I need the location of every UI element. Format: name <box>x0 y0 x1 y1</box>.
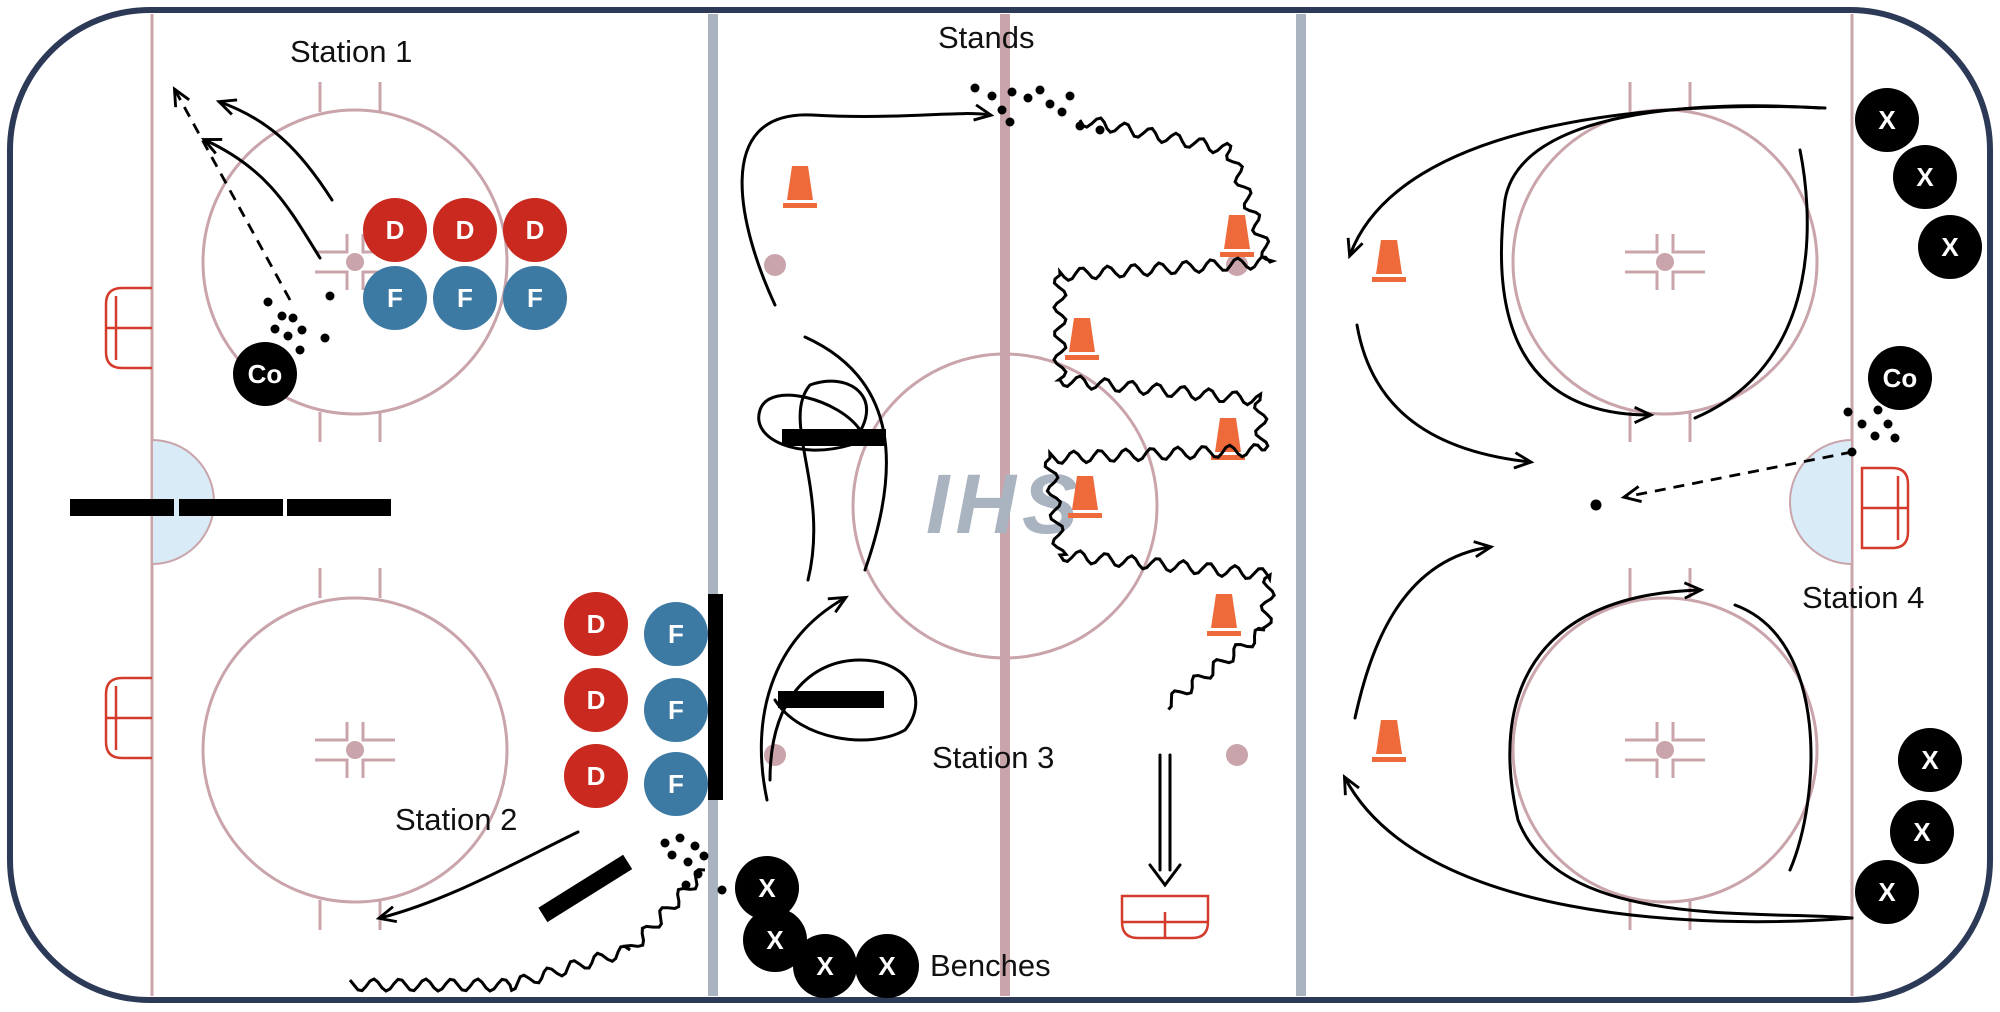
player-icon: X <box>855 934 919 998</box>
puck-icon <box>970 83 1105 135</box>
svg-text:D: D <box>587 761 606 791</box>
coach-icon: Co <box>233 342 297 406</box>
svg-text:X: X <box>1878 105 1896 135</box>
station-2-label: Station 2 <box>395 802 517 837</box>
player-token-f: F <box>644 752 708 816</box>
svg-text:X: X <box>758 873 776 903</box>
crease-right <box>1789 438 1853 566</box>
svg-text:X: X <box>878 951 896 981</box>
pass-lines <box>175 90 1853 497</box>
station-1-label: Station 1 <box>290 34 412 69</box>
player-token-d: D <box>503 198 567 262</box>
player-icon: X <box>1918 215 1982 279</box>
player-icon: X <box>1855 860 1919 924</box>
svg-text:F: F <box>668 695 684 725</box>
svg-text:X: X <box>1916 162 1934 192</box>
faceoff-circle-top-left <box>201 82 509 442</box>
svg-text:X: X <box>816 951 834 981</box>
net-icon <box>1120 894 1210 940</box>
player-icon: X <box>1893 145 1957 209</box>
player-token-d: D <box>564 744 628 808</box>
benches-label: Benches <box>930 948 1051 983</box>
svg-text:D: D <box>587 685 606 715</box>
net-icon <box>1860 466 1910 550</box>
coach-icon: Co <box>1868 346 1932 410</box>
svg-text:F: F <box>668 619 684 649</box>
player-token-f: F <box>503 266 567 330</box>
svg-text:D: D <box>386 215 405 245</box>
player-token-d: D <box>363 198 427 262</box>
faceoff-dot <box>1226 744 1248 766</box>
player-token-d: D <box>564 592 628 656</box>
blue-line-left <box>708 14 718 996</box>
faceoff-dot <box>764 744 786 766</box>
player-token-f: F <box>644 678 708 742</box>
svg-text:F: F <box>387 283 403 313</box>
svg-text:F: F <box>457 283 473 313</box>
player-token-f: F <box>363 266 427 330</box>
blue-line-right <box>1296 14 1306 996</box>
svg-text:Co: Co <box>1883 363 1918 393</box>
player-token-d: D <box>433 198 497 262</box>
player-icon: X <box>1898 728 1962 792</box>
faceoff-dot <box>764 254 786 276</box>
svg-text:X: X <box>1913 817 1931 847</box>
svg-text:F: F <box>668 769 684 799</box>
station-1-group: D D D F F F Co <box>233 198 567 406</box>
center-circle <box>851 352 1159 660</box>
puck-carry-paths <box>348 116 1278 993</box>
station-4-group: X X X Co X X X <box>1855 88 1982 924</box>
svg-text:X: X <box>766 925 784 955</box>
player-token-f: F <box>644 602 708 666</box>
net-icon <box>104 286 152 370</box>
svg-text:X: X <box>1941 232 1959 262</box>
puck-icon <box>1590 405 1900 511</box>
faceoff-dot <box>1226 254 1248 276</box>
puck-icon <box>263 291 335 355</box>
svg-text:F: F <box>527 283 543 313</box>
center-red-line <box>1000 14 1010 996</box>
station-3-label: Station 3 <box>932 740 1054 775</box>
player-icon: X <box>743 908 807 972</box>
player-token-f: F <box>433 266 497 330</box>
svg-text:Co: Co <box>248 359 283 389</box>
stands-label: Stands <box>938 20 1035 55</box>
player-icon: X <box>793 934 857 998</box>
svg-text:D: D <box>587 609 606 639</box>
station-4-label: Station 4 <box>1802 580 1924 615</box>
puck-icon <box>660 833 727 895</box>
player-token-d: D <box>564 668 628 732</box>
skating-paths <box>205 102 1854 924</box>
player-icon: X <box>735 856 799 920</box>
net-icon <box>104 676 152 760</box>
svg-text:D: D <box>526 215 545 245</box>
station-2-group: D D D F F F <box>564 592 708 816</box>
player-icon: X <box>1855 88 1919 152</box>
svg-text:X: X <box>1921 745 1939 775</box>
bench-players: X X X X <box>735 856 919 998</box>
player-icon: X <box>1890 800 1954 864</box>
faceoff-circle-bottom-left <box>201 568 509 930</box>
svg-text:D: D <box>456 215 475 245</box>
faceoff-circle-bottom-right <box>1511 568 1819 930</box>
svg-text:X: X <box>1878 877 1896 907</box>
